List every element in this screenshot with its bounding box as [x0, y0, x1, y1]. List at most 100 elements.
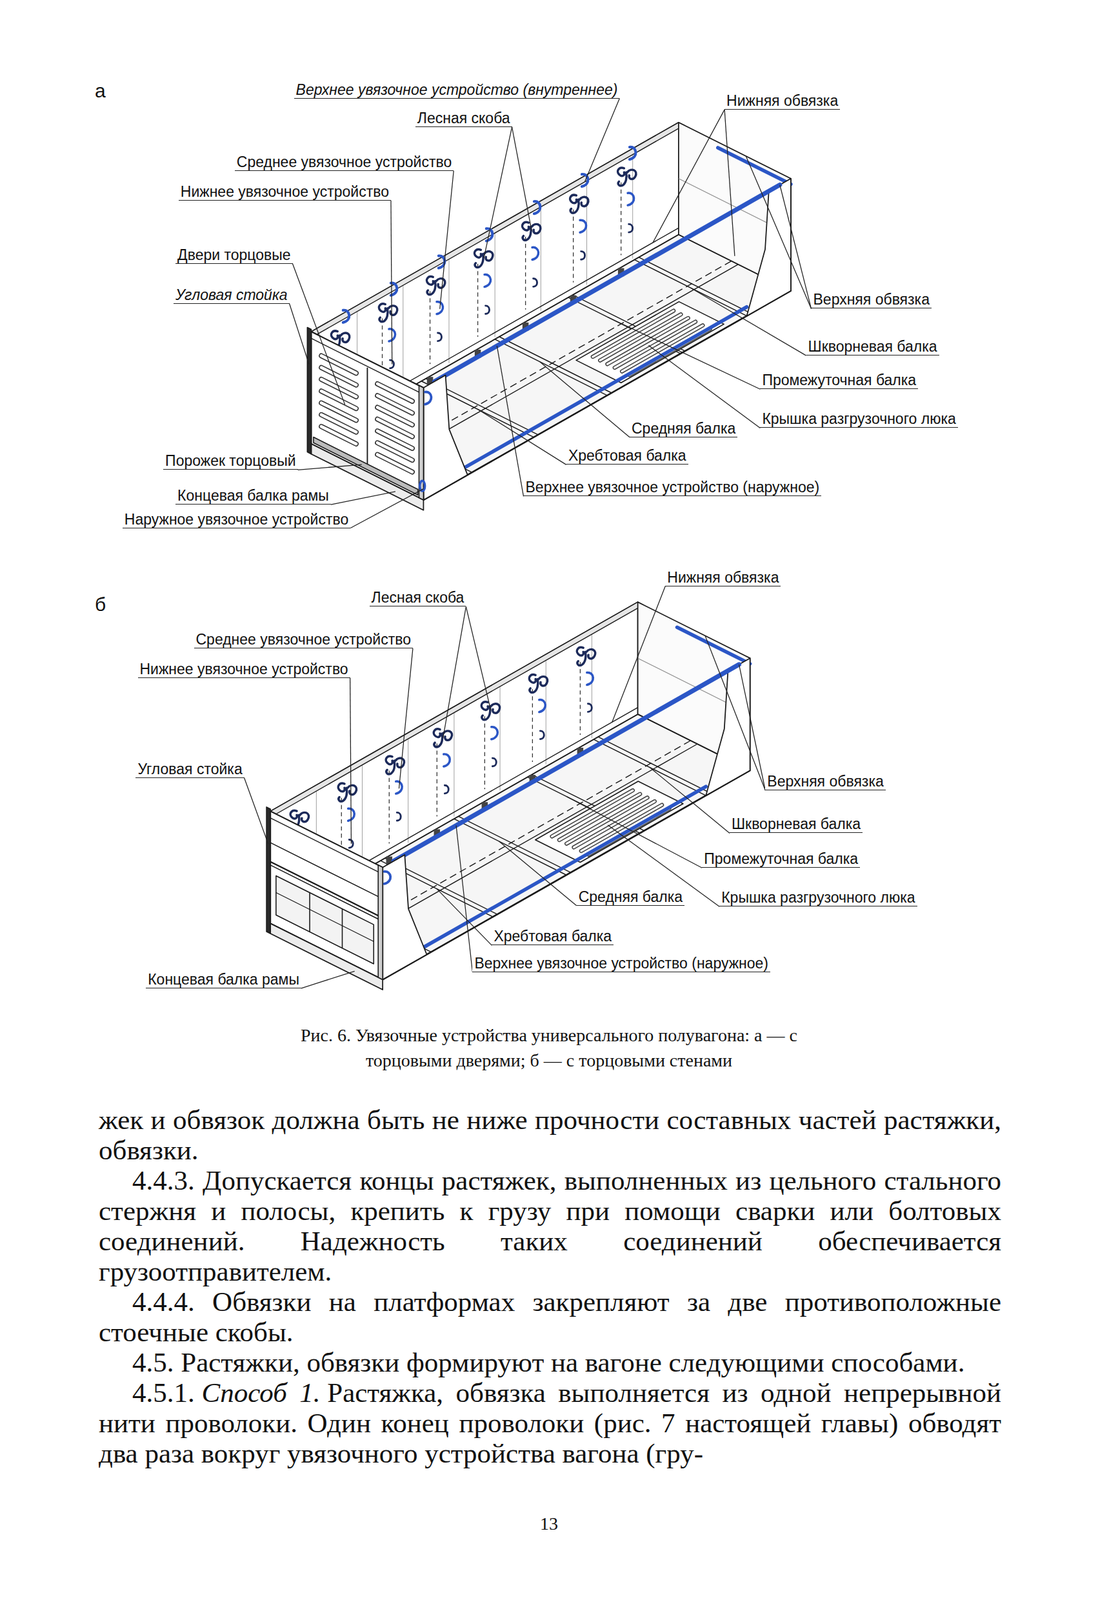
part-label: Двери торцовые	[175, 246, 293, 264]
wall-stake	[453, 710, 455, 817]
part-label: Нижняя обвязка	[665, 568, 781, 587]
lower-tie-device	[628, 223, 633, 233]
leader-line	[585, 98, 620, 182]
dashed-guide	[620, 182, 622, 256]
upper-outer-tie-bar	[393, 664, 739, 862]
part-label: Крышка разгрузочного люка	[759, 410, 958, 428]
upper-tie-device	[629, 147, 637, 160]
page-number: 13	[484, 1512, 614, 1535]
part-label: Промежуточная балка	[701, 850, 860, 868]
corner-post	[266, 807, 271, 934]
leader-line	[779, 185, 812, 310]
figure-caption: Рис. 6. Увязочные устройства универсальн…	[297, 1022, 801, 1073]
middle-tie-device	[587, 672, 594, 685]
middle-tie-device	[484, 274, 491, 288]
wall-stake	[407, 737, 409, 844]
paragraph: 4.5.1.Способ 1.Растяжка, обвязка выполня…	[98, 1377, 1002, 1469]
leader-line	[456, 825, 473, 973]
paragraph: 4.5. Растяжки, обвязки формируют на ваго…	[98, 1347, 1002, 1378]
part-label: Нижнее увязочное устройство	[178, 183, 391, 201]
leader-line	[567, 796, 703, 868]
leader-line	[289, 303, 310, 364]
middle-tie-device	[539, 699, 546, 713]
floor-frame	[310, 234, 791, 500]
part-label: Нижнее увязочное устройство	[138, 660, 351, 679]
lower-tie-device	[396, 812, 401, 821]
dashed-guide	[579, 661, 581, 735]
timber-hook	[570, 194, 589, 213]
timber-hook	[378, 303, 397, 322]
wall-stake	[494, 231, 496, 338]
leader-line	[745, 156, 811, 309]
dashed-guide	[436, 743, 438, 817]
leader-line	[330, 491, 396, 505]
middle-tie-device	[491, 727, 499, 740]
door-slat	[377, 383, 413, 402]
lower-tie-device	[539, 730, 544, 740]
upper-tie-device	[534, 201, 541, 214]
part-label: Верхняя обвязка	[765, 772, 886, 791]
leader-line	[705, 635, 766, 791]
body-text: жек и обвязок должна быть не ниже прочно…	[98, 1104, 1002, 1469]
paragraph-text: Способ 1.	[201, 1377, 321, 1408]
paragraph-text: 4.4.4. Обвязки на платформах закрепляют …	[98, 1286, 1002, 1348]
leader-line	[512, 127, 533, 231]
lower-tie-device	[581, 251, 586, 260]
dashed-guide	[389, 770, 390, 844]
wall-stake	[586, 179, 588, 286]
wall-stake	[545, 658, 547, 765]
wall-stake	[448, 257, 450, 364]
part-label: Хребтовая балка	[566, 447, 689, 465]
leader-line	[690, 287, 807, 356]
outer-tie-bar	[419, 786, 706, 950]
corner-post	[378, 865, 383, 980]
timber-hook	[522, 221, 541, 240]
upper-outer-tie-device	[384, 871, 391, 884]
part-label: Средняя балка	[629, 419, 738, 438]
lower-tie-device	[485, 305, 490, 315]
leader-line	[724, 109, 735, 257]
lower-tie-device	[587, 703, 592, 713]
part-label: Наружное увязочное устройство	[122, 510, 351, 529]
leader-line	[443, 606, 467, 738]
end-panel-rib	[341, 908, 344, 949]
paragraph: 4.4.3. Допускается концы растяжек, выпол…	[98, 1165, 1002, 1287]
dashed-guide	[572, 209, 574, 283]
leader-line	[739, 664, 766, 791]
leader-line	[350, 678, 352, 844]
corner-post	[307, 327, 311, 455]
leader-line	[652, 109, 725, 243]
paragraph-text: 4.5. Растяжки, обвязки формируют на ваго…	[132, 1347, 965, 1378]
dashed-guide	[484, 716, 486, 789]
middle-tie-device	[627, 192, 635, 206]
cross-beam	[598, 736, 711, 793]
lower-tie-device	[444, 785, 449, 794]
part-label: Лесная скоба	[369, 588, 467, 607]
leader-line	[498, 841, 577, 906]
part-label: Угловая стойка	[135, 760, 244, 779]
leader-line	[350, 489, 424, 529]
wall-stake	[499, 685, 501, 791]
leader-line	[292, 263, 346, 405]
paragraph-text: 4.4.3. Допускается концы растяжек, выпол…	[98, 1165, 1002, 1287]
wall-stake	[540, 205, 542, 311]
leader-line	[298, 464, 362, 470]
part-label: Верхнее увязочное устройство (внутреннее…	[294, 81, 620, 99]
leader-line	[612, 586, 666, 723]
timber-hook	[618, 167, 637, 186]
dashed-guide	[532, 688, 533, 762]
side-sill	[382, 770, 750, 980]
timber-hook	[474, 249, 493, 268]
leader-line	[398, 648, 413, 789]
wall-stub	[382, 854, 427, 980]
part-label: Концевая балка рамы	[175, 487, 331, 505]
leader-line	[477, 409, 567, 465]
wall-stake	[402, 283, 404, 390]
upper-outer-tie-bar	[434, 185, 780, 382]
end-panel-rib	[309, 892, 311, 933]
part-label: Концевая балка рамы	[145, 970, 302, 989]
dashed-guide	[525, 236, 526, 310]
end-threshold	[313, 437, 419, 496]
part-label: Нижняя обвязка	[724, 92, 840, 110]
